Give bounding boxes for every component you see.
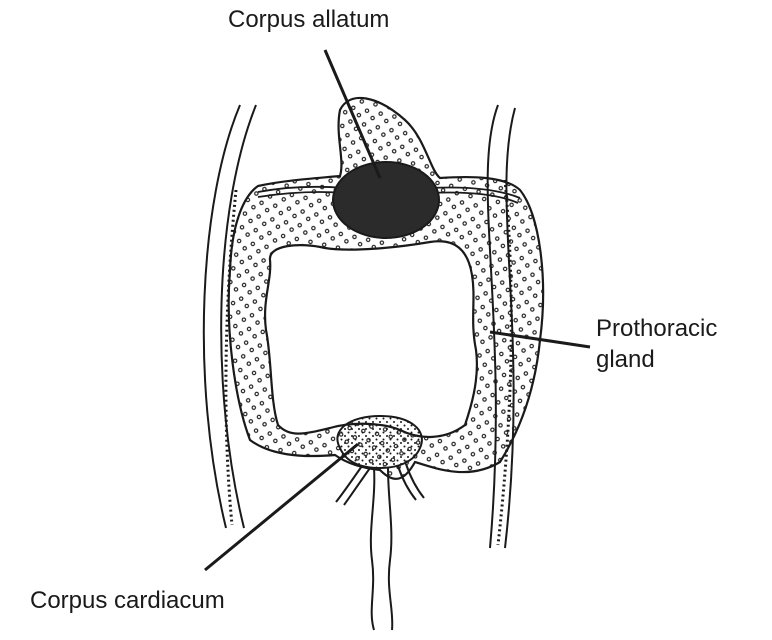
corpus-cardiacum-shape [337,416,422,468]
prothoracic-gland-label-line1: Prothoracic [596,313,717,344]
corpus-allatum-shape [333,162,439,238]
prothoracic-gland-label: Prothoracic gland [596,313,717,375]
corpus-allatum-label: Corpus allatum [228,4,389,35]
corpus-cardiacum-label: Corpus cardiacum [30,585,225,616]
cardiacum-nerves [336,464,424,630]
prothoracic-gland-label-line2: gland [596,344,717,375]
leader-corpus-cardiacum [205,444,358,570]
